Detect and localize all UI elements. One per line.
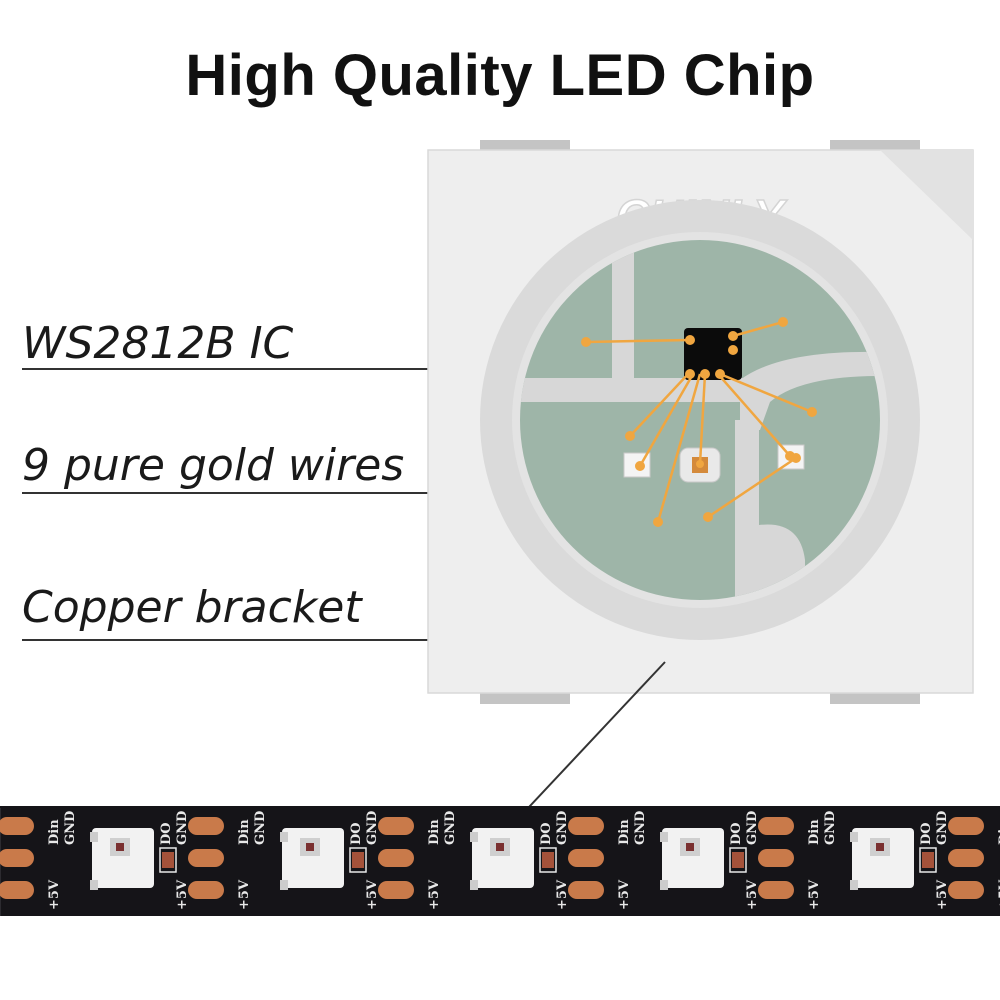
led-package-pin [90, 832, 98, 842]
led-package-pin [280, 880, 288, 890]
capacitor [732, 852, 744, 868]
page-title: High Quality LED Chip [185, 43, 815, 108]
pin-label-gnd: GND [63, 811, 78, 845]
copper-pad [378, 849, 414, 867]
pin-label-5v: +5V [745, 879, 760, 910]
ws2812b-ic-label: WS2812B IC [22, 318, 294, 369]
led-package-core [686, 843, 694, 851]
die-area [520, 240, 880, 600]
led-package [282, 828, 344, 888]
copper-pad [568, 881, 604, 899]
pin-label-do: DO [159, 822, 174, 845]
ws2812b-ic [684, 328, 742, 380]
copper-pad [188, 849, 224, 867]
pin-label-5v: +5V [997, 879, 1000, 910]
copper-pad [948, 881, 984, 899]
led-strip-units: Din +5V GND GND +5V DO Din +5V GND GND +5V DO Din +5V… [0, 811, 1000, 910]
copper-pad [0, 881, 34, 899]
capacitor-outline [349, 847, 367, 873]
pin-label-din: Din [237, 819, 252, 845]
led-package-core [876, 843, 884, 851]
capacitor-outline [159, 847, 177, 873]
pin-label-do: DO [539, 822, 554, 845]
pin-label-5v: +5V [617, 879, 632, 910]
copper-pad [948, 817, 984, 835]
copper-pad [758, 849, 794, 867]
pin-label-5v: +5V [47, 879, 62, 910]
copper-pad [188, 881, 224, 899]
led-package-pin [470, 832, 478, 842]
copper-pad [948, 849, 984, 867]
copper-bracket-label: Copper bracket [22, 582, 362, 633]
copper-pad [378, 881, 414, 899]
pin-label-gnd: GND [555, 811, 570, 845]
pin-label-do: DO [729, 822, 744, 845]
led-package-pin [280, 832, 288, 842]
led-package-core [306, 843, 314, 851]
gold-wire-bonds [581, 317, 817, 527]
pin-label-gnd: GND [443, 811, 458, 845]
led-package [92, 828, 154, 888]
pin-label-5v: +5V [807, 879, 822, 910]
pin-label-5v: +5V [935, 879, 950, 910]
pin-label-din: Din [807, 819, 822, 845]
led-package-pin [850, 832, 858, 842]
pin-label-5v: +5V [237, 879, 252, 910]
copper-pad [378, 817, 414, 835]
pin-label-gnd: GND [175, 811, 190, 845]
capacitor-outline [729, 847, 747, 873]
led-package-pin [90, 880, 98, 890]
gold-wires-label: 9 pure gold wires [22, 440, 405, 491]
pin-label-gnd: GND [935, 811, 950, 845]
capacitor [162, 852, 174, 868]
copper-pad [758, 817, 794, 835]
chip-corner-bevel [880, 150, 973, 240]
pin-label-5v: +5V [427, 879, 442, 910]
led-package-pin [660, 832, 668, 842]
pin-label-do: DO [349, 822, 364, 845]
capacitor [922, 852, 934, 868]
led-package [472, 828, 534, 888]
led-package-pin [660, 880, 668, 890]
led-package [852, 828, 914, 888]
pin-label-do: DO [919, 822, 934, 845]
pin-label-din: Din [427, 819, 442, 845]
capacitor [542, 852, 554, 868]
pin-label-din: Din [997, 819, 1000, 845]
led-package-core [496, 843, 504, 851]
gold-wires [585, 320, 813, 523]
pin-label-din: Din [47, 819, 62, 845]
led-package-pin [850, 880, 858, 890]
copper-pad [188, 817, 224, 835]
led-package-pin [470, 880, 478, 890]
led-package-core [116, 843, 124, 851]
pin-label-5v: +5V [555, 879, 570, 910]
copper-pad [0, 817, 34, 835]
pin-label-5v: +5V [365, 879, 380, 910]
pin-label-gnd: GND [365, 811, 380, 845]
led-package [662, 828, 724, 888]
pin-label-5v: +5V [175, 879, 190, 910]
capacitor-outline [919, 847, 937, 873]
copper-pad [0, 849, 34, 867]
capacitor [352, 852, 364, 868]
copper-pad [568, 817, 604, 835]
capacitor-outline [539, 847, 557, 873]
pin-label-din: Din [617, 819, 632, 845]
copper-pad [568, 849, 604, 867]
pin-label-gnd: GND [823, 811, 838, 845]
pin-label-gnd: GND [633, 811, 648, 845]
pin-label-gnd: GND [745, 811, 760, 845]
pin-label-gnd: GND [253, 811, 268, 845]
copper-pad [758, 881, 794, 899]
